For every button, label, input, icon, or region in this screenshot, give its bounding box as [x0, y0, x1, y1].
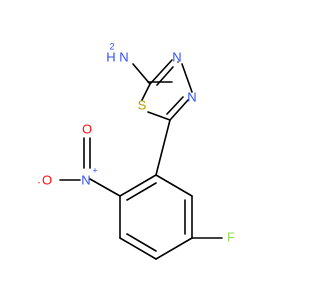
fluorine-label: F: [227, 229, 235, 244]
amine-subscript: 2: [109, 41, 114, 51]
bond-c5-c1phenyl: [155, 119, 171, 176]
bond-n4-c5-double: [166, 96, 184, 115]
bond-ph4-ph5: [119, 237, 157, 260]
bond-ph6-nitro: [89, 178, 121, 197]
bond-c2-nh2: [132, 63, 151, 85]
atom-layer: H N 2 N N S N + O O - F: [38, 41, 236, 244]
bond-ph4-ph5-double: [126, 233, 157, 252]
nitro-o-double-label: O: [82, 121, 92, 136]
nitro-o-single-label: O: [42, 172, 52, 187]
bond-ph1-ph2: [155, 174, 193, 197]
bond-c2-n3-double: [156, 66, 174, 86]
thiadiazole-s-label: S: [138, 97, 147, 112]
nitro-o-single-charge: -: [38, 177, 41, 187]
nitro-n-charge: +: [92, 165, 97, 175]
amine-n-label: N: [119, 49, 128, 64]
thiadiazole-n3-label: N: [172, 49, 181, 64]
thiadiazole-n4-label: N: [187, 89, 196, 104]
amine-h-label: H: [106, 49, 115, 64]
bond-ph6-ph1: [119, 174, 157, 197]
bond-n4-c5: [169, 99, 189, 121]
bond-c5-s: [147, 111, 171, 121]
molecule-structure: H N 2 N N S N + O O - F: [38, 41, 236, 260]
nitro-n-label: N: [81, 172, 90, 187]
bond-ph3-ph4: [155, 237, 193, 260]
bond-s-c2: [141, 83, 151, 101]
bond-n3-n4-ring: [181, 63, 193, 93]
bond-c2-n3-ring: [149, 59, 173, 85]
bond-ph6-ph1-double: [126, 182, 157, 201]
bond-layer: [59, 59, 223, 260]
